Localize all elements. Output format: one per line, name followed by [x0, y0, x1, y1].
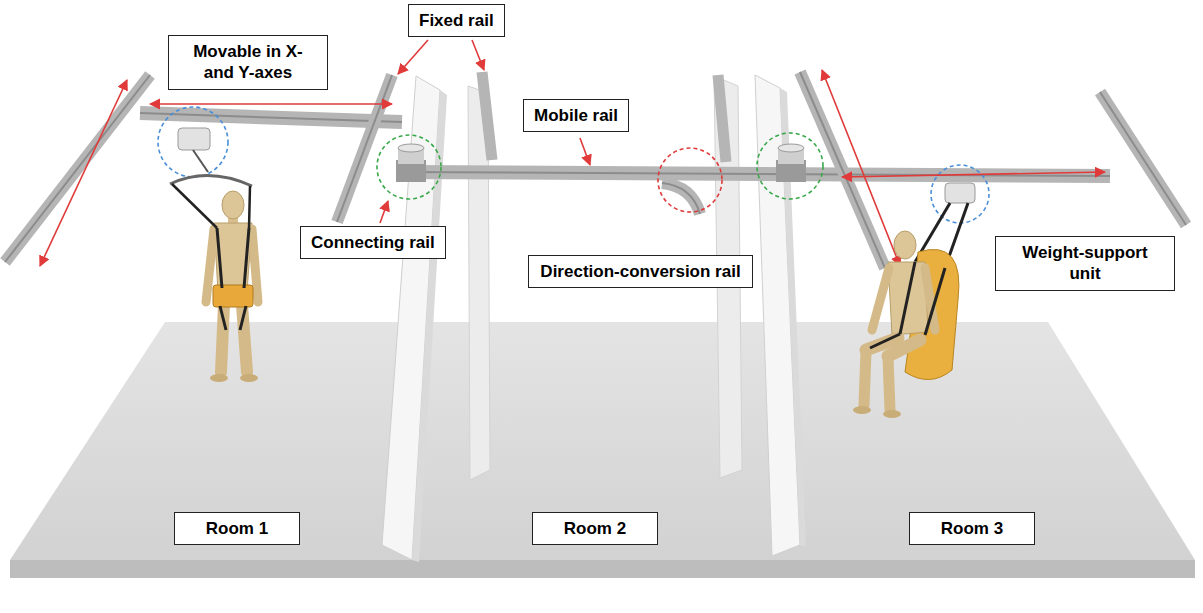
rail	[800, 72, 885, 268]
dashed-highlight	[158, 107, 228, 177]
callout-label: Connecting rail	[311, 232, 435, 253]
weight-support-unit	[178, 128, 210, 150]
standing-mannequin	[240, 306, 246, 330]
floor	[10, 560, 1195, 578]
leader-arrow	[580, 138, 590, 165]
callout-box: Direction-conversion rail	[528, 255, 753, 288]
connecting-unit	[396, 144, 806, 182]
rail	[140, 113, 402, 122]
connecting-unit	[778, 144, 804, 152]
dashed-highlight	[658, 148, 722, 212]
callout-box: Room 2	[532, 512, 658, 545]
rail	[662, 183, 700, 214]
rail	[718, 75, 726, 162]
callout-label: Fixed rail	[419, 10, 494, 31]
standing-mannequin	[249, 186, 250, 228]
callout-box: Connecting rail	[300, 226, 446, 259]
motion-arrow	[40, 80, 127, 266]
seated-mannequin	[853, 406, 871, 414]
callout-box: Mobile rail	[523, 99, 629, 132]
rail	[662, 183, 700, 214]
seated-mannequin	[864, 352, 866, 405]
standing-mannequin	[217, 228, 222, 288]
rail	[5, 75, 150, 262]
callout-label: Mobile rail	[534, 105, 618, 126]
callout-label: Movable in X- and Y-axes	[179, 41, 317, 84]
standing-mannequin	[170, 175, 252, 186]
leader-arrow	[380, 201, 388, 223]
callout-box: Movable in X- and Y-axes	[168, 35, 328, 90]
motion-arrow	[40, 70, 1105, 266]
callout-box: Room 1	[174, 512, 300, 545]
leader-arrow	[398, 40, 428, 74]
seated-mannequin	[894, 231, 916, 259]
dashed-highlight	[757, 133, 823, 199]
rail	[1100, 92, 1186, 225]
rail	[800, 72, 885, 268]
seated-mannequin	[870, 334, 900, 348]
standing-mannequin	[172, 184, 217, 228]
callout-label: Room 2	[543, 518, 647, 539]
motion-arrow	[842, 172, 1105, 177]
floor	[10, 322, 1195, 560]
callout-box: Room 3	[909, 512, 1035, 545]
standing-mannequin	[213, 285, 253, 307]
motion-arrow	[822, 70, 900, 266]
rail	[482, 72, 492, 160]
rail	[140, 113, 402, 122]
seated-mannequin	[872, 268, 889, 330]
weight-support-unit	[178, 128, 975, 203]
standing-mannequin	[170, 150, 258, 382]
standing-mannequin	[193, 150, 208, 172]
seated-mannequin	[900, 262, 915, 334]
seated-mannequin	[853, 203, 968, 418]
standing-mannequin	[214, 223, 252, 292]
seated-mannequin	[883, 410, 901, 418]
callout-label: Direction-conversion rail	[539, 261, 742, 282]
standing-mannequin	[222, 191, 244, 219]
callout-label: Weight-support unit	[1006, 242, 1164, 285]
callout-box: Fixed rail	[408, 4, 505, 37]
standing-mannequin	[244, 228, 249, 288]
standing-mannequin	[220, 306, 226, 330]
callout-label: Room 3	[920, 518, 1024, 539]
rail	[5, 75, 150, 262]
rail	[1100, 92, 1186, 225]
leader-arrow	[472, 40, 484, 70]
seated-mannequin	[925, 268, 945, 335]
standing-mannequin	[240, 374, 258, 382]
rail	[400, 172, 1110, 176]
seated-mannequin	[888, 340, 920, 356]
seated-mannequin	[888, 358, 890, 410]
callout-box: Weight-support unit	[995, 236, 1175, 291]
partition-wall	[382, 75, 806, 562]
callout-label: Room 1	[185, 518, 289, 539]
dashed-highlight	[377, 135, 441, 199]
motion-arrow	[150, 103, 392, 105]
weight-support-unit	[945, 183, 975, 203]
rail	[400, 172, 1110, 176]
standing-mannequin	[210, 374, 228, 382]
connecting-unit	[398, 144, 424, 152]
floor	[10, 322, 1195, 578]
